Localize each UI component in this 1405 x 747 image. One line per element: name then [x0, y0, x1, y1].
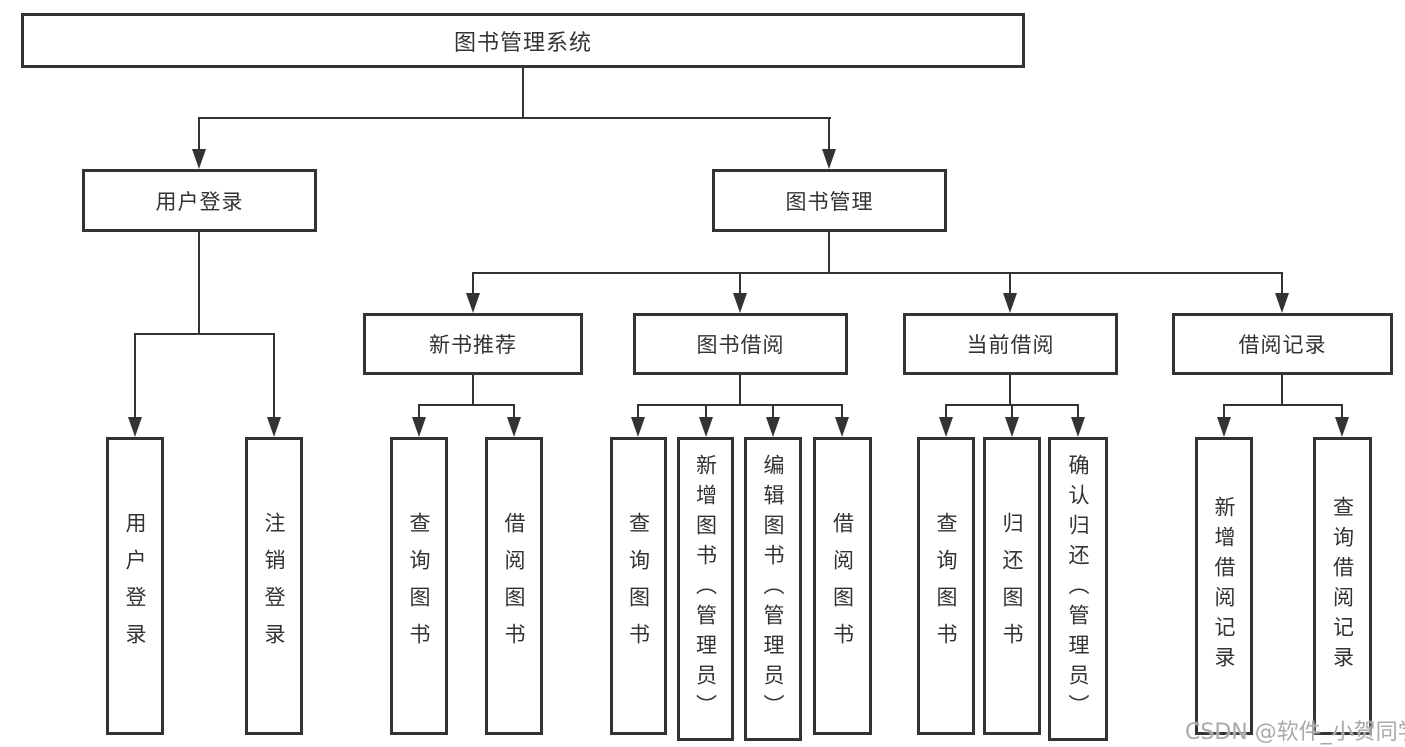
connector-leaf-stem: [418, 404, 420, 419]
arrowhead-down: [1003, 293, 1017, 313]
connector-leaf-stem: [513, 404, 515, 419]
connector-level3-stem: [739, 272, 741, 295]
connector-stem: [1281, 374, 1283, 406]
connector-leaf-stem: [1223, 404, 1225, 419]
node-user-login: 用户登录: [82, 169, 317, 232]
leaf-query-books-current: 查询图书: [917, 437, 975, 735]
connector-stem: [472, 374, 474, 406]
node-label: 注销登录: [262, 512, 286, 660]
arrowhead-down: [412, 417, 426, 437]
connector-bar: [1223, 404, 1343, 406]
node-label: 借阅记录: [1238, 333, 1327, 357]
node-book-management: 图书管理: [712, 169, 947, 232]
node-label: 归还图书: [1000, 512, 1024, 660]
leaf-query-books-borrow: 查询图书: [610, 437, 667, 735]
node-label: 查询借阅记录: [1330, 496, 1355, 676]
connector-leaf-stem: [945, 404, 947, 419]
node-borrow-records: 借阅记录: [1172, 313, 1393, 375]
leaf-query-books-recommend: 查询图书: [390, 437, 448, 735]
connector-level3-stem: [472, 272, 474, 295]
node-label: 当前借阅: [966, 333, 1055, 357]
arrowhead-down: [1005, 417, 1019, 437]
node-label: 用户登录: [155, 189, 244, 214]
connector-leaf-stem: [134, 333, 136, 419]
leaf-borrow-books-recommend: 借阅图书: [485, 437, 543, 735]
node-label: 图书管理: [785, 189, 874, 214]
arrowhead-down: [192, 149, 206, 169]
connector-root-bar: [198, 117, 831, 119]
arrowhead-down: [939, 417, 953, 437]
node-label: 图书借阅: [696, 333, 785, 357]
leaf-user-login: 用户登录: [106, 437, 164, 735]
arrowhead-down: [699, 417, 713, 437]
node-label: 用户登录: [123, 512, 147, 660]
arrowhead-down: [1217, 417, 1231, 437]
leaf-query-borrow-record: 查询借阅记录: [1313, 437, 1372, 735]
node-label: 新增借阅记录: [1212, 496, 1236, 676]
connector-leaf-stem: [1011, 404, 1013, 419]
connector-leaf-stem: [637, 404, 639, 419]
node-label: 确认归还（管理员）: [1066, 454, 1090, 724]
connector-book-mgmt-bar: [472, 272, 1283, 274]
connector-bar: [418, 404, 515, 406]
connector-book-mgmt-stem: [828, 231, 830, 274]
node-label: 借阅图书: [502, 512, 526, 660]
node-label: 编辑图书（管理员）: [761, 454, 785, 724]
arrowhead-down: [1071, 417, 1085, 437]
node-label: 新书推荐: [429, 333, 517, 357]
leaf-logout: 注销登录: [245, 437, 303, 735]
arrowhead-down: [733, 293, 747, 313]
arrowhead-down: [835, 417, 849, 437]
arrowhead-down: [822, 149, 836, 169]
node-label: 借阅图书: [830, 512, 855, 660]
connector-level3-stem: [1009, 272, 1011, 295]
node-label: 图书管理系统: [453, 30, 592, 56]
csdn-watermark: CSDN @软件_小贺同学: [1185, 720, 1405, 745]
connector-leaf-stem: [772, 404, 774, 419]
leaf-borrow-books: 借阅图书: [813, 437, 872, 735]
connector-leaf-stem: [1077, 404, 1079, 419]
arrowhead-down: [1335, 417, 1349, 437]
arrowhead-down: [128, 417, 142, 437]
connector-to-user-login: [198, 117, 200, 151]
arrowhead-down: [466, 293, 480, 313]
connector-root-stem: [522, 67, 524, 119]
arrowhead-down: [631, 417, 645, 437]
leaf-edit-book-admin: 编辑图书（管理员）: [744, 437, 802, 741]
connector-level3-stem: [1281, 272, 1283, 295]
node-current-borrow: 当前借阅: [903, 313, 1118, 375]
connector-leaf-stem: [273, 333, 275, 419]
node-label: 查询图书: [407, 512, 431, 660]
connector-leaf-stem: [841, 404, 843, 419]
connector-stem: [739, 374, 741, 406]
node-new-book-recommend: 新书推荐: [363, 313, 583, 375]
leaf-add-book-admin: 新增图书（管理员）: [677, 437, 734, 741]
arrowhead-down: [1275, 293, 1289, 313]
leaf-return-books: 归还图书: [983, 437, 1041, 735]
node-label: 查询图书: [934, 512, 958, 660]
connector-to-book-management: [828, 117, 830, 151]
node-label: 新增图书（管理员）: [693, 454, 718, 724]
connector-bar: [637, 404, 843, 406]
arrowhead-down: [507, 417, 521, 437]
node-library-management-system: 图书管理系统: [21, 13, 1025, 68]
node-label: 查询图书: [626, 512, 651, 660]
connector-user-login-stem: [198, 231, 200, 335]
node-book-borrow: 图书借阅: [633, 313, 848, 375]
arrowhead-down: [267, 417, 281, 437]
connector-leaf-stem: [705, 404, 707, 419]
leaf-confirm-return-admin: 确认归还（管理员）: [1048, 437, 1108, 741]
leaf-add-borrow-record: 新增借阅记录: [1195, 437, 1253, 735]
connector-user-login-bar: [134, 333, 275, 335]
connector-stem: [1009, 374, 1011, 406]
arrowhead-down: [766, 417, 780, 437]
connector-leaf-stem: [1341, 404, 1343, 419]
